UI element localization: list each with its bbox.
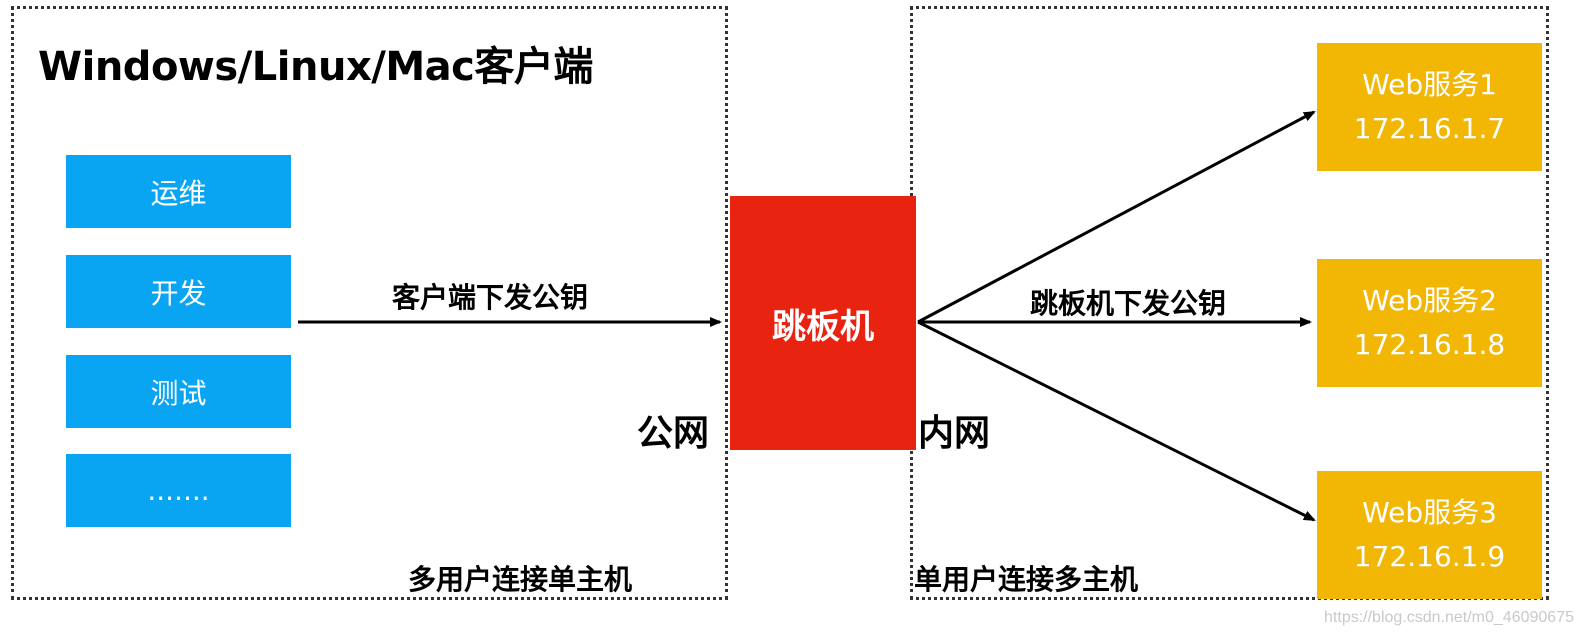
role-box-more: ....... [66, 454, 291, 527]
public-network-label: 公网 [637, 413, 710, 454]
arrow-jump-to-server-1 [917, 110, 1316, 324]
server-ip: 172.16.1.8 [1353, 328, 1506, 361]
edge-label-jump-key: 跳板机下发公钥 [1030, 287, 1227, 320]
role-box-test: 测试 [66, 355, 291, 428]
edge-label-client-key: 客户端下发公钥 [392, 281, 589, 314]
jump-host-box: 跳板机 [730, 196, 916, 450]
role-label: 测试 [150, 376, 207, 410]
server-ip: 172.16.1.7 [1353, 112, 1506, 145]
role-box-ops: 运维 [66, 155, 291, 228]
server-box-1: Web服务1 172.16.1.7 [1317, 43, 1542, 171]
server-name: Web服务1 [1362, 68, 1497, 101]
role-label: ....... [147, 474, 210, 507]
client-title: Windows/Linux/Mac客户端 [38, 44, 593, 90]
right-zone-caption: 单用户连接多主机 [914, 563, 1139, 596]
role-label: 开发 [150, 276, 207, 310]
client-zone [11, 6, 728, 600]
server-box-3: Web服务3 172.16.1.9 [1317, 471, 1542, 599]
left-zone-caption: 多用户连接单主机 [408, 563, 633, 596]
watermark: https://blog.csdn.net/m0_46090675 [1324, 609, 1574, 626]
role-label: 运维 [150, 176, 207, 210]
role-box-dev: 开发 [66, 255, 291, 328]
jump-host-label: 跳板机 [772, 306, 874, 347]
server-name: Web服务2 [1362, 284, 1497, 317]
internal-network-label: 内网 [918, 413, 991, 454]
server-ip: 172.16.1.9 [1353, 540, 1506, 573]
arrow-jump-to-server-3 [917, 320, 1316, 522]
server-name: Web服务3 [1362, 496, 1497, 529]
server-box-2: Web服务2 172.16.1.8 [1317, 259, 1542, 387]
